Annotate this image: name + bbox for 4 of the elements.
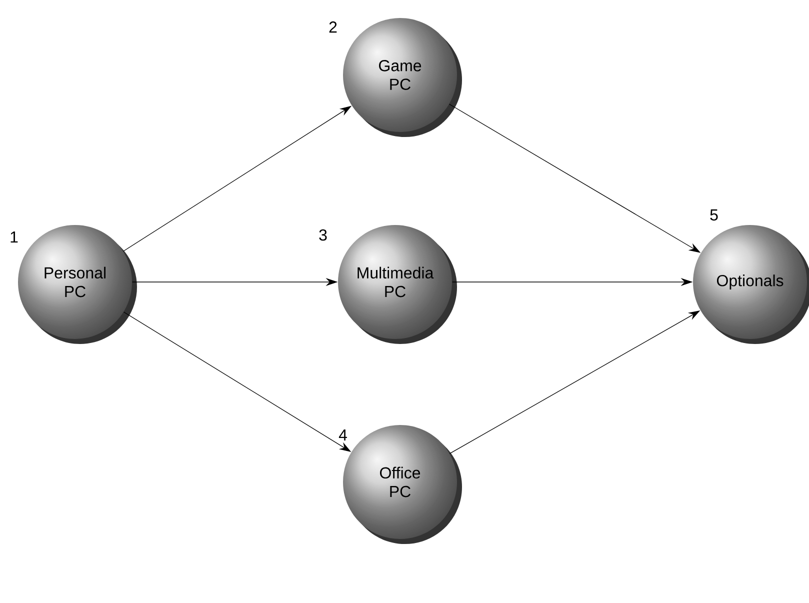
step-number: 2 [329, 21, 337, 33]
step-number: 5 [710, 209, 718, 221]
step-number: 3 [319, 229, 327, 241]
step-number: 1 [10, 232, 18, 242]
